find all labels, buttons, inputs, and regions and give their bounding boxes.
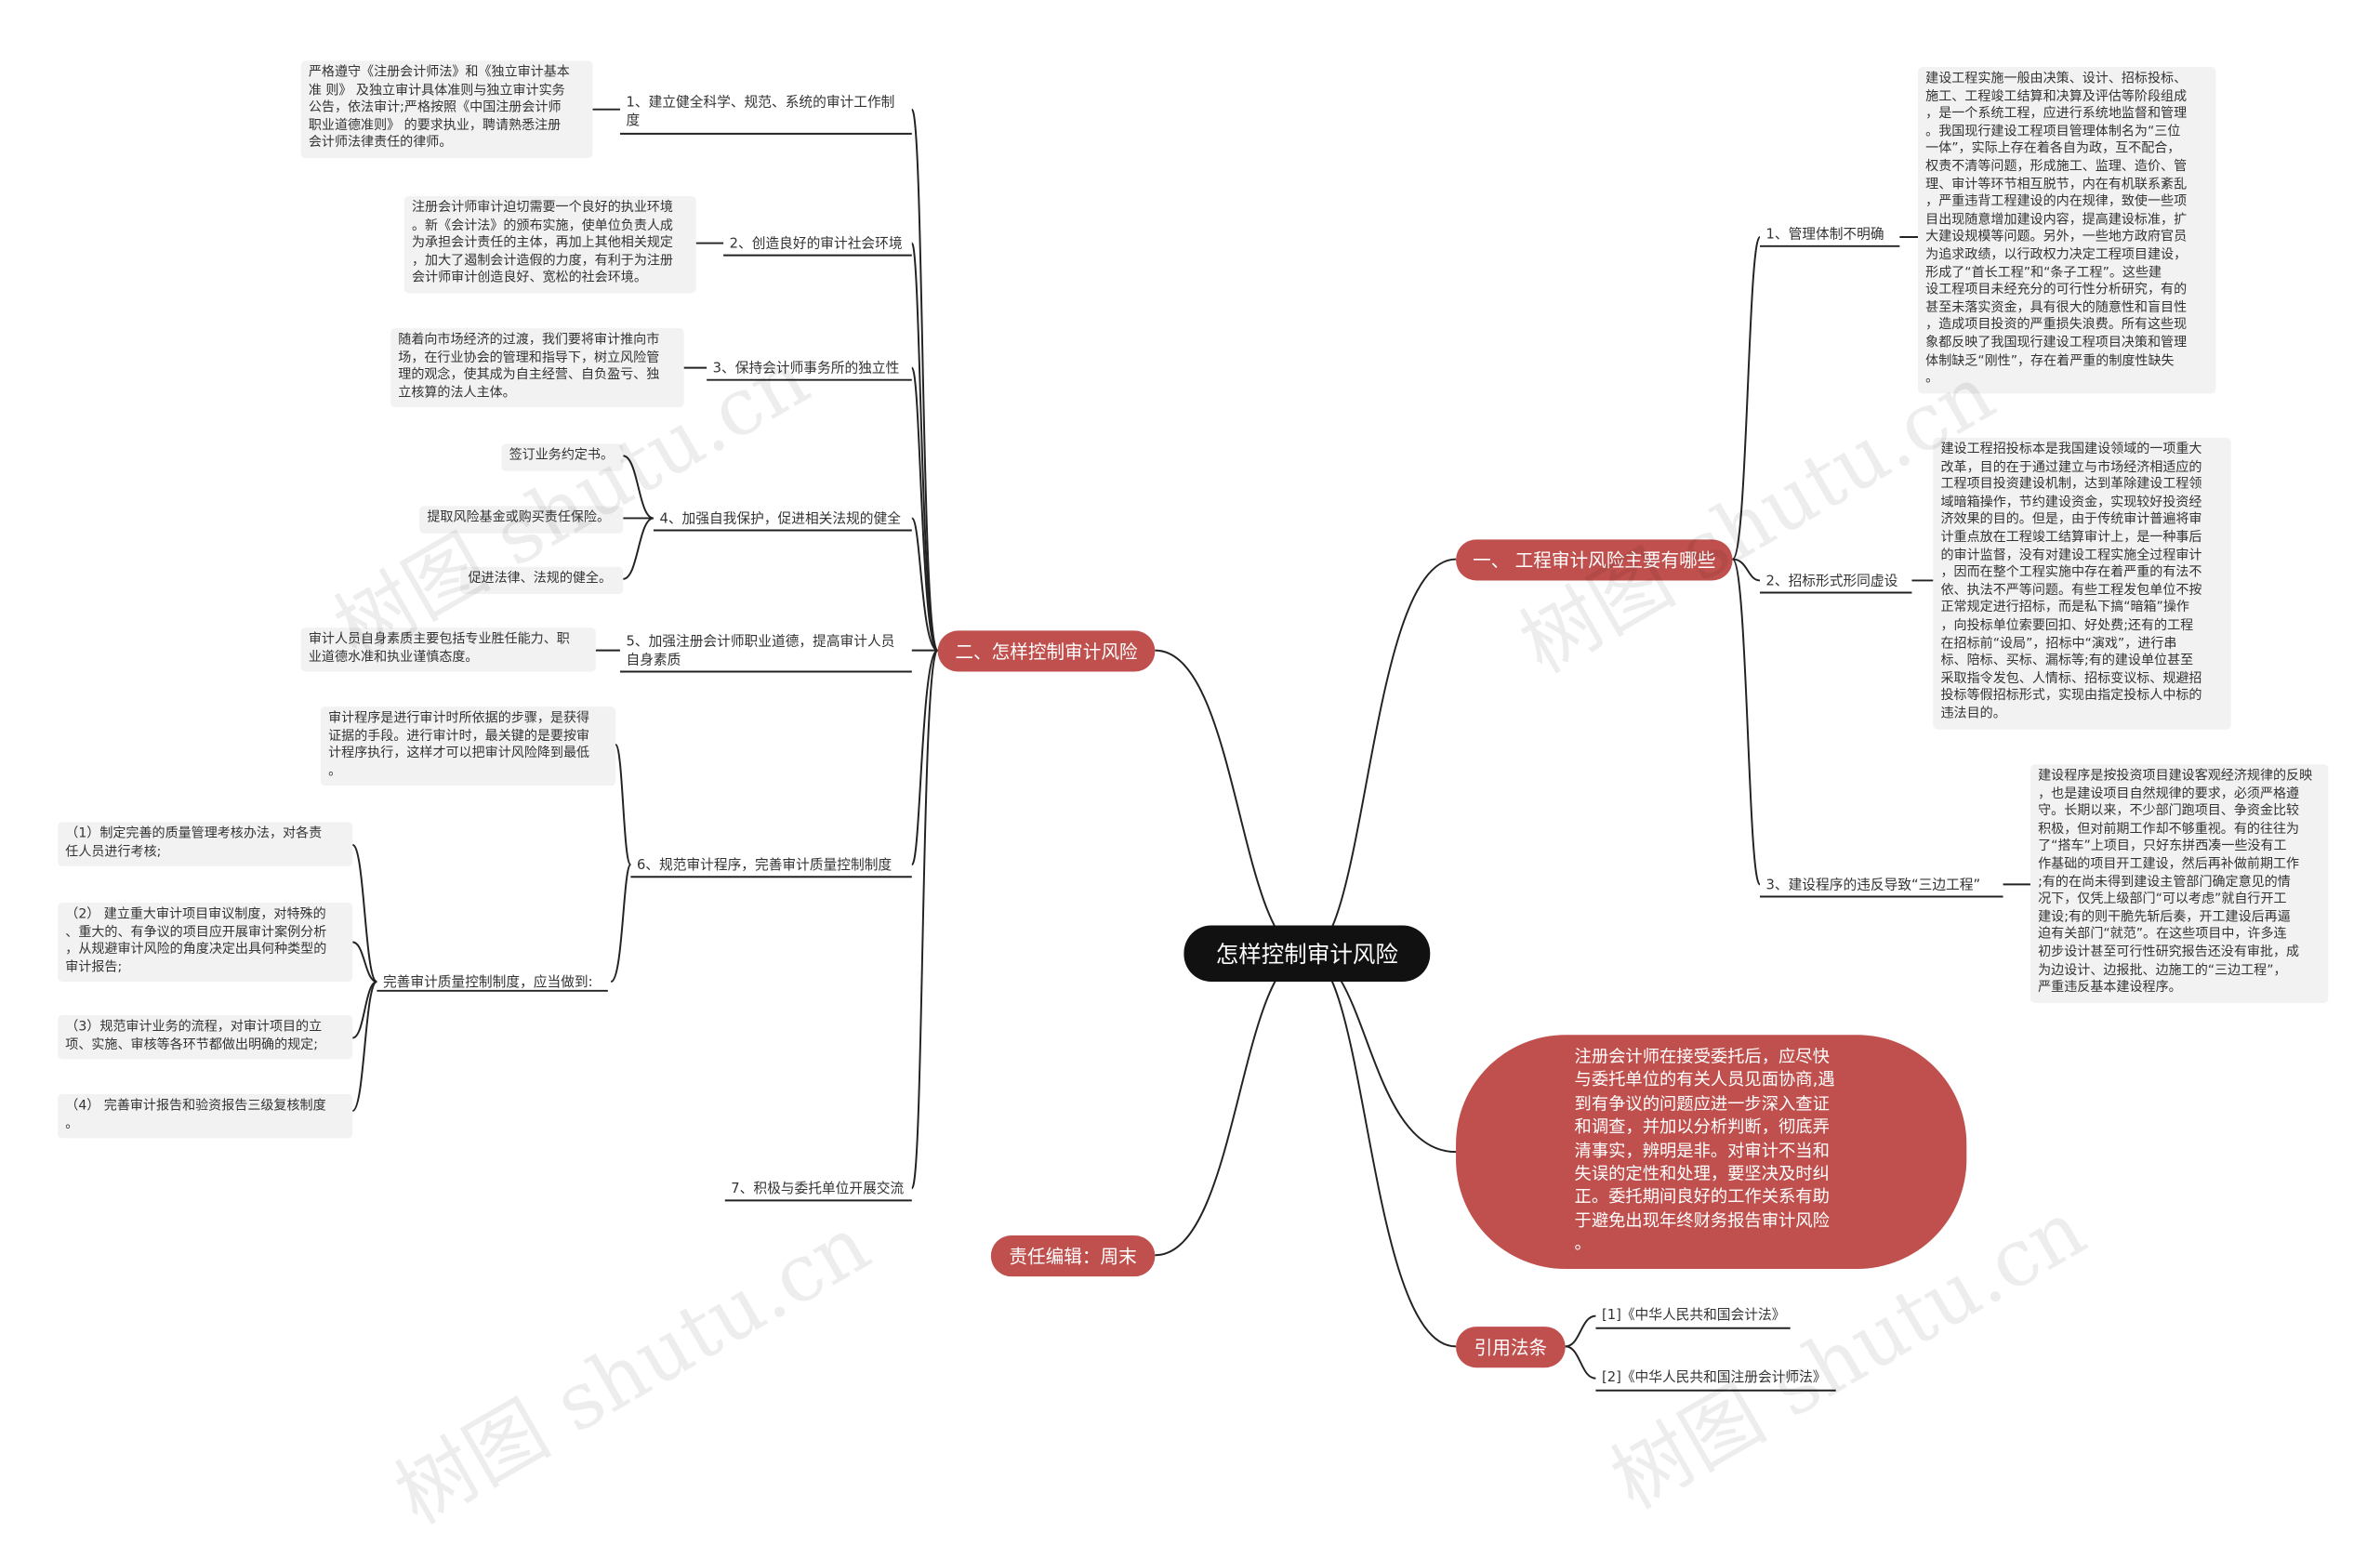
risk-item-3-text: 建设程序是按投资项目建设客观经济规律的反映 ，也是建设项目自然规律的要求，必须严… [2030,764,2329,1003]
control-item-4-sub-3: 促进法律、法规的健全。 [460,566,624,594]
connector-lines [351,108,2030,1392]
control-item-3-label[interactable]: 3、保持会计师事务所的独立性 [712,362,900,377]
mindmap-canvas: 怎样控制审计风险 一、 工程审计风险主要有哪些 1、管理体制不明确 建设工程实施… [58,60,2329,1543]
citation-item-2[interactable]: [2]《中华人民共和国注册会计师法》 [1601,1370,1827,1386]
control-item-1-text: 严格遵守《注册会计师法》和《独立审计基本 准 则》 及独立审计具体准则与独立审计… [300,60,593,158]
quality-control-label[interactable]: 完善审计质量控制制度，应当做到: [382,975,593,991]
control-item-5-label[interactable]: 5、加强注册会计师职业道德，提高审计人员 自身素质 [626,635,895,669]
control-item-6-label[interactable]: 6、规范审计程序，完善审计质量控制制度 [636,858,892,874]
control-item-5-text: 审计人员自身素质主要包括专业胜任能力、职 业道德水准和执业谨慎态度。 [300,627,596,672]
risk-item-2-label[interactable]: 2、招标形式形同虚设 [1765,574,1898,590]
quality-item-1: （1）制定完善的质量管理考核办法，对各责 任人员进行考核; [58,822,353,867]
risk-item-1-text: 建设工程实施一般由决策、设计、招标投标、 施工、工程竣工结算和决算及评估等阶段组… [1917,66,2216,393]
quality-item-3: （3）规范审计业务的流程，对审计项目的立 项、实施、审核等各环节都做出明确的规定… [58,1014,353,1060]
risk-item-1-label[interactable]: 1、管理体制不明确 [1765,228,1884,244]
risk-item-3-label[interactable]: 3、建设程序的违反导致“三边工程” [1765,878,1981,894]
control-item-4-sub-2: 提取风险基金或购买责任保险。 [419,506,624,534]
control-item-4-label[interactable]: 4、加强自我保护，促进相关法规的健全 [659,511,901,528]
risk-item-2-text: 建设工程招投标本是我国建设领域的一项重大 改革，目的在于通过建立与市场经济相适应… [1933,437,2231,729]
branch-citations[interactable]: 引用法条 [1456,1327,1566,1368]
root-topic[interactable]: 怎样控制审计风险 [1183,925,1431,983]
control-item-2-label[interactable]: 2、创造良好的审计社会环境 [729,237,903,253]
control-item-3-text: 随着向市场经济的过渡，我们要将审计推向市 场，在行业协会的管理和指导下，树立风险… [390,328,684,408]
quality-item-4: （4） 完善审计报告和验资报告三级复核制度 。 [58,1093,353,1139]
editor-credit[interactable]: 责任编辑：周末 [990,1235,1156,1277]
control-item-4-sub-1: 签订业务约定书。 [501,443,624,471]
control-item-7-label[interactable]: 7、积极与委托单位开展交流 [731,1182,905,1198]
quality-item-2: （2） 建立重大审计项目审议制度，对特殊的 、重大的、有争议的项目应开展审计案例… [58,903,353,983]
control-item-1-label[interactable]: 1、建立健全科学、规范、系统的审计工作制 度 [626,95,895,129]
communication-note-bubble[interactable]: 注册会计师在接受委托后，应尽快 与委托单位的有关人员见面协商,遇 到有争议的问题… [1456,1035,1967,1269]
control-item-2-text: 注册会计师审计迫切需要一个良好的执业环境 。新《会计法》的颁布实施，使单位负责人… [403,195,696,294]
branch-control-risk[interactable]: 二、怎样控制审计风险 [937,630,1156,672]
citation-item-1[interactable]: [1]《中华人民共和国会计法》 [1601,1308,1786,1324]
branch-audit-risks[interactable]: 一、 工程审计风险主要有哪些 [1456,539,1733,581]
control-item-6-text: 审计程序是进行审计时所依据的步骤，是获得 证据的手段。进行审计时，最关键的是要按… [320,706,616,786]
